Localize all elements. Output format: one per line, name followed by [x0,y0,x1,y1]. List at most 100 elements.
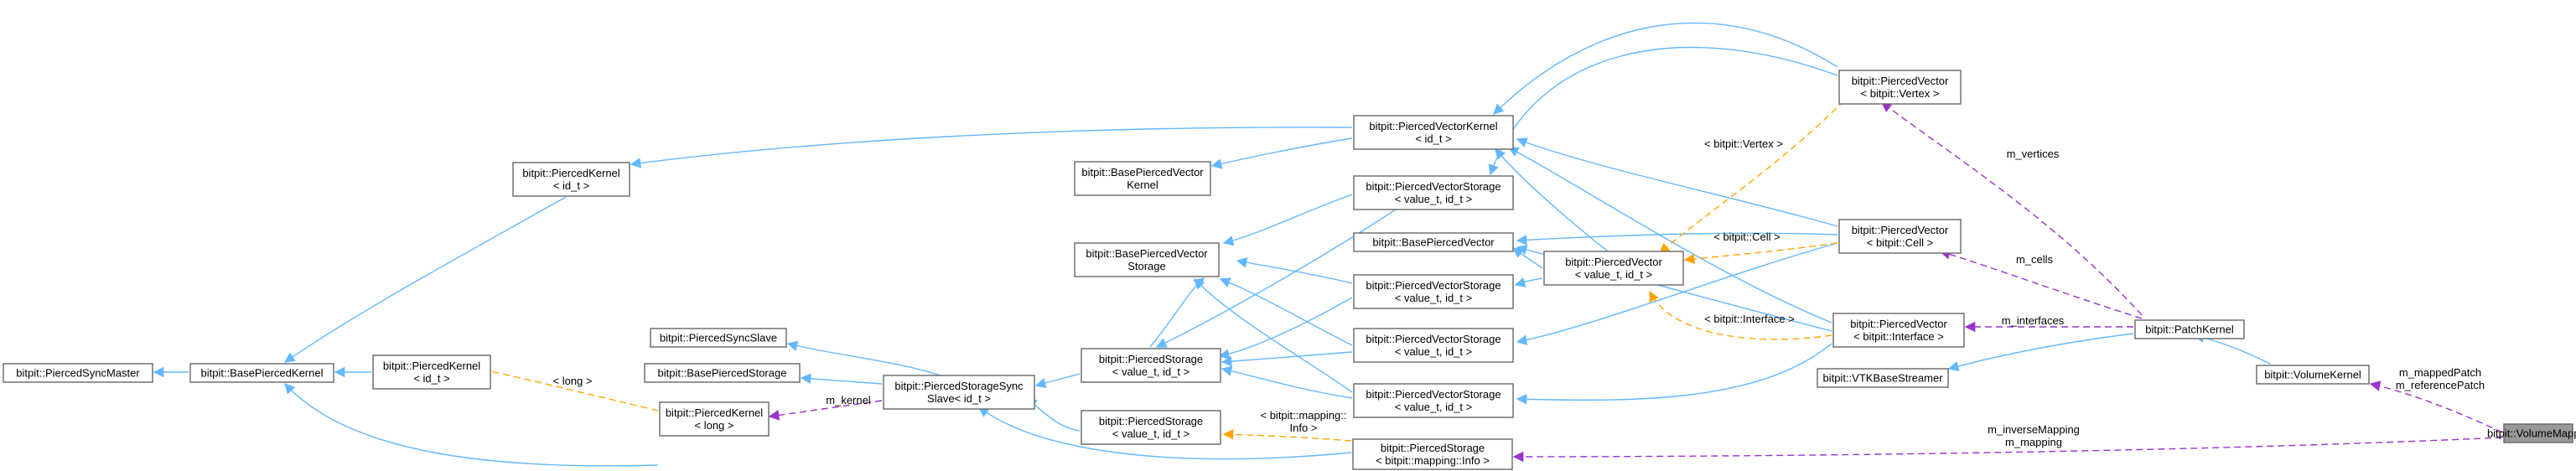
edge-veccell-basevector [1516,232,1838,246]
class-node-box [372,355,491,390]
template-args-text: < value_t, id_t > [1395,292,1473,304]
class-node-box [1353,383,1514,418]
class-node-pierced-kernel-top[interactable]: bitpit::PiercedKernel< id_t > [512,162,630,197]
edge-storageinfo-storagesync [977,406,1352,460]
class-node-box [1353,115,1514,150]
class-name-text: bitpit::PiercedStorage [1381,442,1485,454]
class-node-box [3,363,153,383]
template-args-text: < id_t > [553,179,589,192]
edge-storageinfo-storagevi2 [1222,429,1352,442]
class-name-text: bitpit::PiercedVectorStorage [1366,180,1501,193]
template-args-text: < value_t, id_t > [1112,365,1190,378]
class-name-text: bitpit::PiercedKernel [666,406,763,419]
class-node-pierced-vector-interface[interactable]: bitpit::PiercedVector< bitpit::Interface… [1832,313,1965,348]
edge-vectorvi-basevector [1511,247,1543,269]
template-args-text: Storage [1127,260,1166,272]
class-node-pierced-kernel-id[interactable]: bitpit::PiercedKernel< id_t > [372,355,491,390]
class-node-base-pierced-vector[interactable]: bitpit::BasePiercedVector [1353,232,1514,252]
class-name-text: bitpit::PiercedVectorStorage [1366,279,1501,292]
edge-kernellong-basekernel [284,383,659,467]
edge-label-line: < bitpit::Cell > [1713,230,1780,243]
template-args-text: Kernel [1127,179,1158,191]
class-node-pierced-vector-storage-2[interactable]: bitpit::PiercedVectorStorage< value_t, i… [1353,274,1514,309]
class-node-box [650,328,787,348]
edge-vecvertex-vectorvi [1659,100,1845,254]
edge-kernellong-kernelid [476,365,659,411]
class-node-pierced-vector-storage-1[interactable]: bitpit::PiercedVectorStorage< value_t, i… [1353,175,1514,210]
class-node-volume-kernel[interactable]: bitpit::VolumeKernel [2256,365,2370,385]
class-name-text: bitpit::BasePiercedKernel [201,367,324,380]
edge-label-line: < bitpit::Vertex > [1704,137,1783,150]
class-name-text: bitpit::VTKBaseStreamer [1822,372,1943,385]
class-name-text: bitpit::BasePiercedVector [1086,247,1208,260]
class-node-base-pierced-kernel[interactable]: bitpit::BasePiercedKernel [189,363,334,383]
class-node-pierced-storage-value-id[interactable]: bitpit::PiercedStorage< value_t, id_t > [1081,348,1221,383]
edge-label-mapping-info: < bitpit::mapping::Info > [1261,409,1347,434]
edge-label-line: < long > [553,375,593,387]
edge-vecvertex-vs1 [1488,46,1838,176]
class-node-box [1832,313,1965,348]
class-name-text: bitpit::PiercedSyncSlave [660,332,777,344]
class-node-box [1838,219,1962,254]
class-name-text: bitpit::PiercedVectorStorage [1366,388,1501,401]
edge-label-line: < bitpit::mapping:: [1261,409,1347,422]
template-args-text: < value_t, id_t > [1395,401,1473,413]
class-node-pierced-vector-storage-3[interactable]: bitpit::PiercedVectorStorage< value_t, i… [1353,328,1514,363]
class-name-text: bitpit::BasePiercedStorage [658,367,787,380]
class-node-pierced-sync-slave[interactable]: bitpit::PiercedSyncSlave [650,328,787,348]
class-node-pierced-vector-vertex[interactable]: bitpit::PiercedVector< bitpit::Vertex > [1838,70,1962,105]
class-name-text: bitpit::PiercedStorage [1099,415,1203,427]
edge-kernellong-storagesync [768,400,883,421]
template-args-text: < value_t, id_t > [1575,268,1653,281]
edge-vectorvi-vectorkernel [1495,148,1617,259]
template-args-text: < id_t > [1415,132,1451,145]
edge-vs3-storagevi [1221,351,1353,367]
class-node-pierced-vector-kernel[interactable]: bitpit::PiercedVectorKernel< id_t > [1353,115,1514,150]
class-node-box [1074,242,1220,277]
edge-label-cell: < bitpit::Cell > [1713,230,1780,243]
edge-vs3-basevectorstorage [1219,277,1353,346]
class-name-text: bitpit::PiercedStorage [1099,353,1203,365]
class-node-pierced-kernel-long[interactable]: bitpit::PiercedKernel< long > [659,401,770,437]
edge-vs4-storagevi [1221,365,1353,399]
class-node-patch-kernel[interactable]: bitpit::PatchKernel [2134,319,2245,339]
class-node-pierced-vector-cell[interactable]: bitpit::PiercedVector< bitpit::Cell > [1838,219,1962,254]
class-node-base-pierced-storage[interactable]: bitpit::BasePiercedStorage [644,363,801,383]
edge-label-vertex: < bitpit::Vertex > [1704,137,1783,150]
edge-veccell-vectorvi [1683,242,1838,265]
edge-vs1-storagevi [1155,200,1409,348]
class-node-pierced-storage-mapping-info[interactable]: bitpit::PiercedStorage< bitpit::mapping:… [1352,438,1513,470]
template-args-text: Slave< id_t > [927,392,991,405]
edge-label-line: m_kernel [826,394,871,406]
template-args-text: < bitpit::mapping::Info > [1376,454,1490,467]
class-node-pierced-sync-master[interactable]: bitpit::PiercedSyncMaster [3,363,153,383]
class-node-box [883,375,1035,410]
class-node-box [659,401,770,437]
class-node-volume-mapper[interactable]: bitpit::VolumeMapper [2487,423,2576,443]
class-node-box [189,363,334,383]
edge-vectorkernel-basevectorkernel [1210,137,1353,169]
class-node-box [1838,70,1962,105]
class-name-text: bitpit::PiercedSyncMaster [16,367,140,380]
class-name-text: bitpit::PiercedVector [1852,75,1949,87]
class-node-box [1353,274,1514,309]
class-name-text: bitpit::PiercedVectorStorage [1366,333,1501,345]
class-node-vtk-base-streamer[interactable]: bitpit::VTKBaseStreamer [1817,368,1949,388]
edge-label-interface: < bitpit::Interface > [1704,313,1795,325]
edge-veciface-vs4 [1516,343,1832,405]
class-node-pierced-storage-value-id-2[interactable]: bitpit::PiercedStorage< value_t, id_t > [1081,410,1221,445]
template-args-text: < bitpit::Vertex > [1861,87,1940,100]
class-node-pierced-vector-storage-4[interactable]: bitpit::PiercedVectorStorage< value_t, i… [1353,383,1514,418]
edge-kerneltop-basekernel [283,196,567,363]
edge-veccell-patchkernel [1939,249,2143,319]
class-name-text: bitpit::PiercedVectorKernel [1369,120,1497,132]
edge-vecvertex-patchkernel [1881,101,2143,316]
class-node-pierced-vector-value-id[interactable]: bitpit::PiercedVector< value_t, id_t > [1543,251,1684,286]
edge-vs2-basevectorstorage [1236,257,1353,284]
template-args-text: < bitpit::Cell > [1867,236,1934,249]
